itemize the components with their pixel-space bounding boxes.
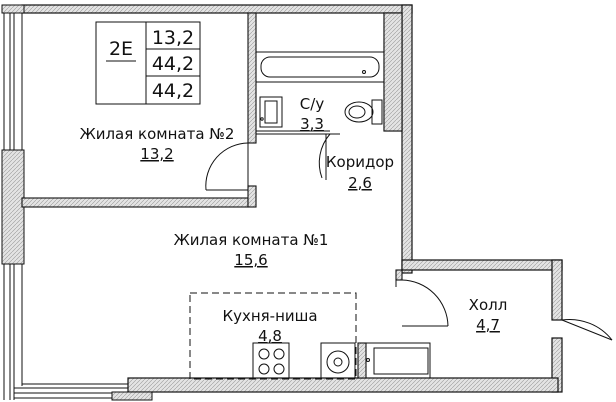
left-facade xyxy=(1,4,153,401)
interior-walls xyxy=(21,12,403,379)
stove-icon xyxy=(252,342,290,379)
unit-value-3: 44,2 xyxy=(152,80,194,102)
room-area-corridor: 2,6 xyxy=(348,174,372,192)
room-area-living1: 15,6 xyxy=(234,251,267,269)
unit-type: 2E xyxy=(109,38,133,60)
room-name-living1: Жилая комната №1 xyxy=(174,231,329,249)
unit-area-table xyxy=(95,21,201,105)
room-name-corridor: Коридор xyxy=(326,153,394,171)
unit-value-1: 13,2 xyxy=(152,27,194,49)
kitchen-niche-outline xyxy=(189,292,357,380)
doors xyxy=(205,133,613,341)
room-name-bath: С/у xyxy=(300,95,325,113)
cabinet-icon xyxy=(365,342,431,379)
room-name-hall: Холл xyxy=(469,296,508,314)
toilet xyxy=(344,99,383,125)
washbasin xyxy=(259,96,283,128)
room-area-kitchen: 4,8 xyxy=(258,327,282,345)
room-area-living2: 13,2 xyxy=(140,145,173,163)
room-area-hall: 4,7 xyxy=(476,316,500,334)
bathtub xyxy=(255,51,385,83)
unit-value-2: 44,2 xyxy=(152,53,194,75)
exterior-walls xyxy=(21,4,563,393)
room-name-kitchen: Кухня-ниша xyxy=(222,307,317,325)
washing-machine-icon xyxy=(320,342,356,379)
room-area-bath: 3,3 xyxy=(300,115,324,133)
room-name-living2: Жилая комната №2 xyxy=(80,125,235,143)
